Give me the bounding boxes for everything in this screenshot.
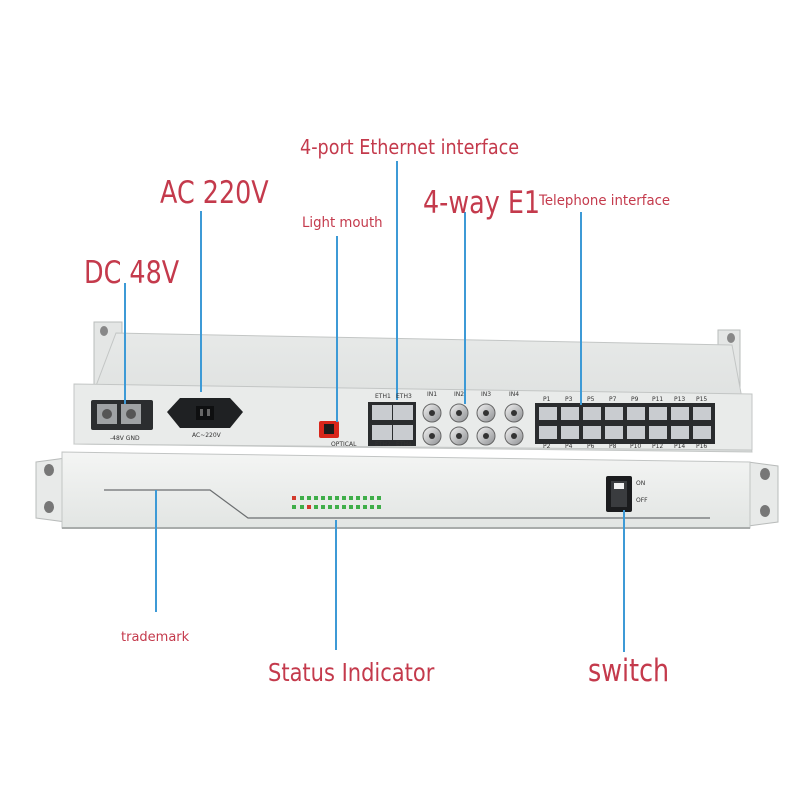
phone-label-p6: P6 <box>587 443 595 450</box>
phone-label-p10: P10 <box>630 443 642 450</box>
phone-label-p15: P15 <box>696 396 708 403</box>
ac-socket-label: AC~220V <box>192 432 221 439</box>
e1-in2-label: IN2 <box>454 391 465 398</box>
front-rack-ear-right <box>747 461 779 527</box>
callout-trademark: trademark <box>121 630 190 645</box>
telephone-ports <box>535 403 715 444</box>
phone-label-p4: P4 <box>565 443 573 450</box>
phone-label-p3: P3 <box>565 396 573 403</box>
phone-label-p5: P5 <box>587 396 595 403</box>
callout-dc-48v: DC 48V <box>84 255 180 291</box>
power-rocker-switch <box>606 476 632 512</box>
e1-bnc-connectors <box>422 403 524 446</box>
optical-port <box>319 421 339 438</box>
callout-ethernet-interface: 4-port Ethernet interface <box>300 135 520 159</box>
front-rack-ear-left <box>35 457 67 523</box>
callout-ac-220v: AC 220V <box>160 175 269 211</box>
phone-label-p9: P9 <box>631 396 639 403</box>
optical-label: OPTICAL <box>331 441 357 448</box>
callout-status-indicator: Status Indicator <box>268 658 435 687</box>
e1-in3-label: IN3 <box>481 391 492 398</box>
eth2-label: ETH2 <box>375 441 391 448</box>
phone-label-p14: P14 <box>674 443 686 450</box>
phone-label-p11: P11 <box>652 396 664 403</box>
e1-in4-label: IN4 <box>509 391 520 398</box>
dc-terminal-block <box>91 400 153 430</box>
phone-label-p16: P16 <box>696 443 708 450</box>
eth1-label: ETH1 <box>375 393 391 400</box>
dc-terminal-label: -48V GND <box>110 435 140 442</box>
eth4-label: ETH4 <box>396 441 412 448</box>
phone-label-p7: P7 <box>609 396 617 403</box>
phone-label-p8: P8 <box>609 443 617 450</box>
callout-telephone-interface: Telephone interface <box>539 193 671 209</box>
phone-label-p13: P13 <box>674 396 686 403</box>
phone-label-p1: P1 <box>543 396 551 403</box>
callout-light-mouth: Light mouth <box>302 215 383 231</box>
switch-on-label: ON <box>636 480 646 487</box>
switch-off-label: OFF <box>636 497 648 504</box>
callout-e1: 4-way E1 <box>423 185 541 221</box>
status-led-panel <box>292 496 381 509</box>
e1-in1-label: IN1 <box>427 391 438 398</box>
ac-power-socket <box>167 398 243 428</box>
ethernet-ports <box>368 402 416 446</box>
phone-label-p2: P2 <box>543 443 551 450</box>
callout-leader-lines <box>124 161 625 652</box>
callout-switch: switch <box>588 653 670 689</box>
phone-label-p12: P12 <box>652 443 664 450</box>
eth3-label: ETH3 <box>396 393 412 400</box>
